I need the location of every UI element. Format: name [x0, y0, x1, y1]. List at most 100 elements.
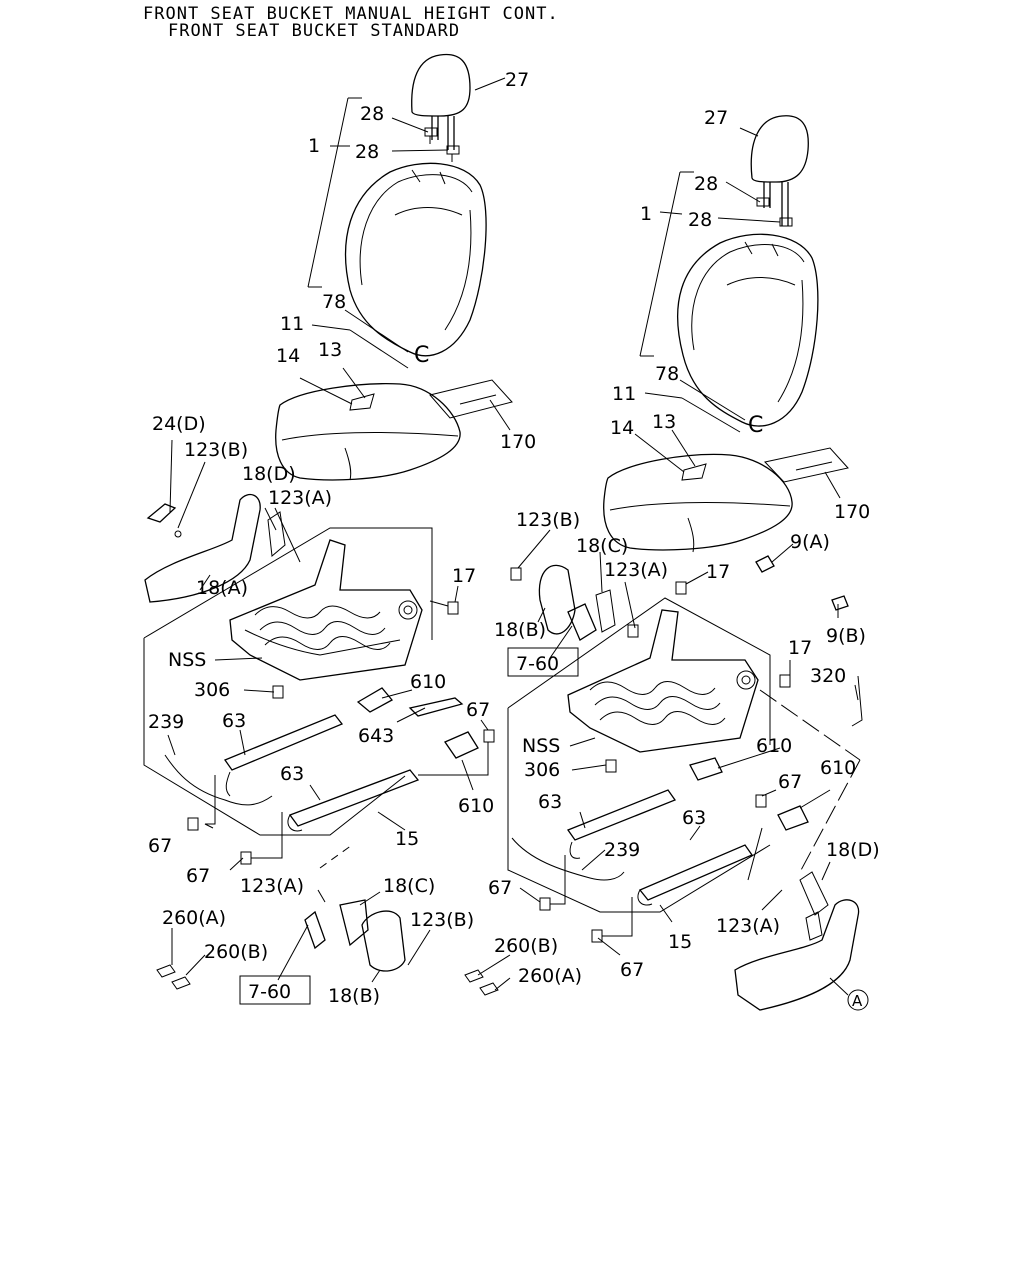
- label-l-15: 15: [395, 828, 419, 850]
- label-l-c: C: [414, 343, 429, 368]
- left-levers: [356, 687, 479, 759]
- left-seat-back: [344, 162, 487, 357]
- label-l-13: 13: [318, 339, 342, 361]
- label-r-260b: 260(B): [494, 935, 558, 957]
- label-r-11: 11: [612, 383, 636, 405]
- label-r-17b: 17: [788, 637, 812, 659]
- right-ref-box: [507, 647, 579, 677]
- right-wire-11: [681, 397, 741, 433]
- label-l-78: 78: [322, 291, 346, 313]
- label-r-67a: 67: [778, 771, 802, 793]
- label-l-123b: 123(B): [184, 439, 248, 461]
- label-l-nss: NSS: [168, 649, 206, 671]
- left-seat-frame: [229, 539, 423, 681]
- label-r-320: 320: [810, 665, 846, 687]
- label-l-63a: 63: [222, 710, 246, 732]
- callout-labels: 27 28 28 1 78 11 C 14 13 170 24(D) 123(B…: [148, 69, 880, 1010]
- right-lower-cover: [464, 871, 869, 1011]
- left-seat-assembly: [143, 53, 513, 990]
- right-group-1-bracket: [639, 171, 694, 357]
- label-r-18d: 18(D): [826, 839, 880, 861]
- left-frame-group-outline: [143, 527, 433, 836]
- label-r-17a: 17: [706, 561, 730, 583]
- label-r-239: 239: [604, 839, 640, 861]
- left-wire-11: [349, 329, 409, 369]
- label-r-170: 170: [834, 501, 870, 523]
- label-l-123a2: 123(A): [240, 875, 304, 897]
- label-r-78: 78: [655, 363, 679, 385]
- label-l-260b: 260(B): [204, 941, 268, 963]
- label-l-27: 27: [505, 69, 529, 91]
- label-r-610a: 610: [756, 735, 792, 757]
- label-l-67b: 67: [148, 835, 172, 857]
- label-l-123a: 123(A): [268, 487, 332, 509]
- label-l-18c: 18(C): [383, 875, 435, 897]
- label-l-18a: 18(A): [196, 577, 248, 599]
- right-seat-cushion: [603, 453, 793, 553]
- right-seat-rails: [566, 789, 753, 906]
- label-r-nss: NSS: [522, 735, 560, 757]
- label-l-170: 170: [500, 431, 536, 453]
- label-l-760: 7-60: [248, 981, 291, 1003]
- label-r-13: 13: [652, 411, 676, 433]
- label-l-1: 1: [308, 135, 320, 157]
- label-l-11: 11: [280, 313, 304, 335]
- label-r-28a: 28: [694, 173, 718, 195]
- label-r-9a: 9(A): [790, 531, 830, 553]
- label-l-24d: 24(D): [152, 413, 206, 435]
- right-seat-frame: [567, 609, 759, 753]
- left-lower-parts: [156, 844, 406, 990]
- label-l-67a: 67: [466, 699, 490, 721]
- label-l-28b: 28: [355, 141, 379, 163]
- label-r-c: C: [748, 413, 763, 438]
- label-r-18c: 18(C): [576, 535, 628, 557]
- label-r-1: 1: [640, 203, 652, 225]
- label-r-18b: 18(B): [494, 619, 546, 641]
- left-side-covers: [144, 493, 286, 603]
- label-r-760: 7-60: [516, 653, 559, 675]
- diagram-title-line-2: FRONT SEAT BUCKET STANDARD: [168, 21, 461, 41]
- label-l-260a: 260(A): [162, 907, 226, 929]
- label-l-18b: 18(B): [328, 985, 380, 1007]
- label-r-123a: 123(A): [604, 559, 668, 581]
- right-seat-back: [677, 233, 819, 427]
- label-l-17: 17: [452, 565, 476, 587]
- right-pad-170: [764, 447, 849, 483]
- label-l-14: 14: [276, 345, 300, 367]
- right-leader-lines: [477, 127, 859, 996]
- label-l-239: 239: [148, 711, 184, 733]
- left-wire-239: [164, 754, 273, 806]
- label-r-9b: 9(B): [826, 625, 866, 647]
- right-wire-239: [511, 837, 625, 881]
- right-headrest: [750, 115, 809, 227]
- label-l-643: 643: [358, 725, 394, 747]
- left-seat-cushion: [275, 383, 461, 481]
- label-r-28b: 28: [688, 209, 712, 231]
- label-l-67c: 67: [186, 865, 210, 887]
- label-l-610b: 610: [458, 795, 494, 817]
- left-group-1-bracket: [307, 97, 362, 288]
- right-clips: [755, 555, 863, 727]
- label-r-306: 306: [524, 759, 560, 781]
- left-ref-box: [239, 975, 311, 1005]
- left-leader-lines: [167, 77, 511, 983]
- right-diagonal-dash: [759, 689, 861, 873]
- right-seat-assembly: [464, 115, 869, 1011]
- left-seat-rails: [224, 714, 420, 832]
- label-r-67b: 67: [488, 877, 512, 899]
- label-l-610a: 610: [410, 671, 446, 693]
- label-r-123a2: 123(A): [716, 915, 780, 937]
- left-headrest: [411, 53, 471, 150]
- right-frame-group-outline: [507, 597, 771, 913]
- right-levers: [689, 757, 809, 831]
- label-l-18d: 18(D): [242, 463, 296, 485]
- right-side-covers: [538, 564, 616, 641]
- label-r-123b: 123(B): [516, 509, 580, 531]
- diagram-title-line-1: FRONT SEAT BUCKET MANUAL HEIGHT CONT.: [143, 4, 559, 24]
- left-pad-170: [429, 379, 513, 419]
- label-r-260a: 260(A): [518, 965, 582, 987]
- label-l-28a: 28: [360, 103, 384, 125]
- label-r-67c: 67: [620, 959, 644, 981]
